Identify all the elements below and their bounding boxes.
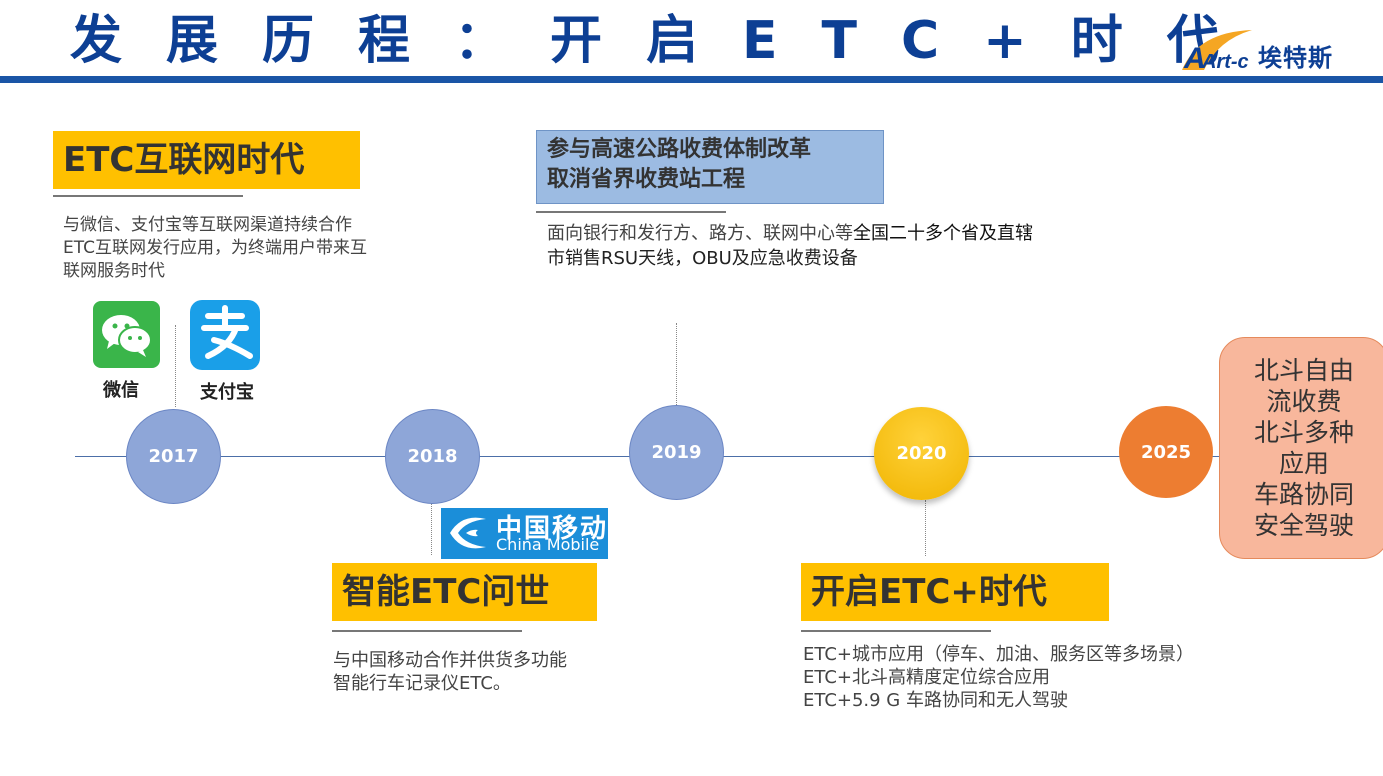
title-underline-bar: [0, 76, 1383, 83]
year-node-2020: 2020: [874, 407, 969, 500]
connector-2017: [175, 325, 176, 407]
beidou-line: 流收费: [1266, 387, 1342, 416]
china-mobile-en: China Mobile: [496, 535, 600, 554]
desc-line: 智能行车记录仪ETC。: [333, 673, 511, 694]
alipay-icon: [190, 300, 260, 370]
year-node-2025: 2025: [1119, 406, 1213, 498]
year-node-2019: 2019: [629, 405, 724, 500]
wechat-label: 微信: [103, 380, 139, 401]
connector-2018: [431, 503, 432, 555]
beidou-line: 北斗多种: [1253, 418, 1354, 447]
desc-highlight: 全国二十多个省及直辖: [853, 223, 1033, 244]
era-2020-desc: ETC+城市应用（停车、加油、服务区等多场景） ETC+北斗高精度定位综合应用 …: [803, 643, 1194, 712]
desc-line: 与微信、支付宝等互联网渠道持续合作: [63, 215, 352, 235]
desc-line: 联网服务时代: [63, 261, 165, 281]
era-2017-underline: [53, 195, 243, 197]
page-title: 发展历程：开启ETC+时代: [70, 11, 1263, 71]
beidou-line: 车路协同: [1253, 480, 1354, 509]
era-2025-box: 北斗自由 流收费 北斗多种 应用 车路协同 安全驾驶: [1219, 337, 1383, 559]
beidou-line: 应用: [1278, 449, 1329, 478]
beidou-line: 安全驾驶: [1253, 511, 1354, 540]
era-2020-underline: [801, 630, 991, 632]
year-node-2018: 2018: [385, 409, 480, 504]
art-c-logo-icon: A Art-c: [1182, 30, 1252, 72]
logo-text: Art-c: [1201, 51, 1249, 72]
era-2018-desc: 与中国移动合作并供货多功能 智能行车记录仪ETC。: [333, 649, 567, 695]
company-name: 埃特斯: [1258, 44, 1333, 72]
era-2019-heading: 参与高速公路收费体制改革 取消省界收费站工程: [536, 130, 884, 204]
era-2019-underline: [536, 211, 726, 213]
beidou-line: 北斗自由: [1253, 356, 1354, 385]
era-2018-heading: 智能ETC问世: [332, 563, 597, 621]
era-2020-heading: 开启ETC+时代: [801, 563, 1109, 621]
wechat-icon: [93, 301, 160, 368]
connector-2020: [925, 500, 926, 556]
connector-2019: [676, 323, 677, 405]
desc-line: 与中国移动合作并供货多功能: [333, 650, 567, 671]
era-2019-desc: 面向银行和发行方、路方、联网中心等全国二十多个省及直辖 市销售RSU天线，OBU…: [547, 221, 1033, 271]
desc-line: ETC+5.9 G 车路协同和无人驾驶: [803, 690, 1068, 711]
heading-line: 参与高速公路收费体制改革: [547, 137, 812, 162]
era-2017-desc: 与微信、支付宝等互联网渠道持续合作 ETC互联网发行应用，为终端用户带来互 联网…: [63, 214, 367, 283]
era-2017-heading: ETC互联网时代: [53, 131, 360, 189]
china-mobile-icon: [450, 517, 486, 549]
year-node-2017: 2017: [126, 409, 221, 504]
desc-line: 市销售RSU天线，OBU及应急收费设备: [547, 248, 858, 269]
desc-normal: 面向银行和发行方、路方、联网中心等: [547, 223, 853, 244]
era-2018-underline: [332, 630, 522, 632]
desc-line: ETC+城市应用（停车、加油、服务区等多场景）: [803, 644, 1194, 665]
heading-line: 取消省界收费站工程: [547, 167, 746, 192]
desc-line: ETC互联网发行应用，为终端用户带来互: [63, 238, 367, 258]
china-mobile-cn: 中国移动: [496, 514, 609, 544]
desc-line: ETC+北斗高精度定位综合应用: [803, 667, 1050, 688]
alipay-label: 支付宝: [200, 382, 254, 403]
svg-text:A: A: [1183, 42, 1206, 72]
